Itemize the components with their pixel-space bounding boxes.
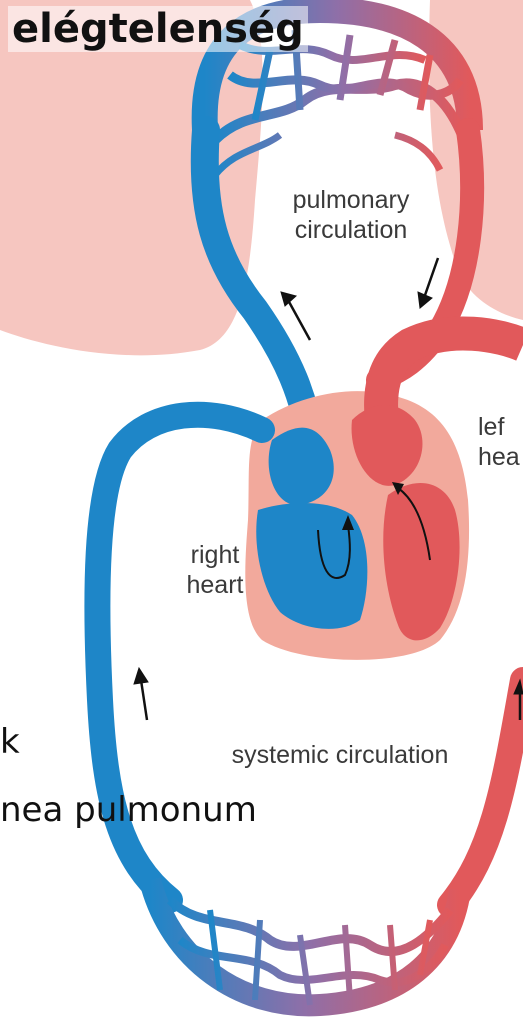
right-heart-label: right heart bbox=[180, 540, 250, 600]
right-heart-label-line1: right bbox=[180, 540, 250, 570]
systemic-circulation-label: systemic circulation bbox=[215, 740, 465, 770]
pulmonary-down-arrow bbox=[418, 258, 438, 308]
pulmonary-circulation-label: pulmonary circulation bbox=[276, 185, 426, 245]
slide-heading: elégtelenség bbox=[8, 6, 308, 52]
right-heart-label-line2: heart bbox=[180, 570, 250, 600]
slide-text-line-2: nea pulmonum bbox=[0, 790, 257, 830]
left-heart-label-line1: lef bbox=[478, 412, 523, 442]
left-heart-label: lef hea bbox=[478, 412, 523, 472]
pulmonary-label-line1: pulmonary bbox=[276, 185, 426, 215]
left-heart-label-line2: hea bbox=[478, 442, 523, 472]
slide-text-line-1: k bbox=[0, 722, 20, 762]
pulmonary-label-line2: circulation bbox=[276, 215, 426, 245]
systemic-capillaries bbox=[150, 880, 460, 1005]
descending-aorta bbox=[450, 680, 523, 905]
systemic-up-arrow bbox=[134, 668, 148, 720]
